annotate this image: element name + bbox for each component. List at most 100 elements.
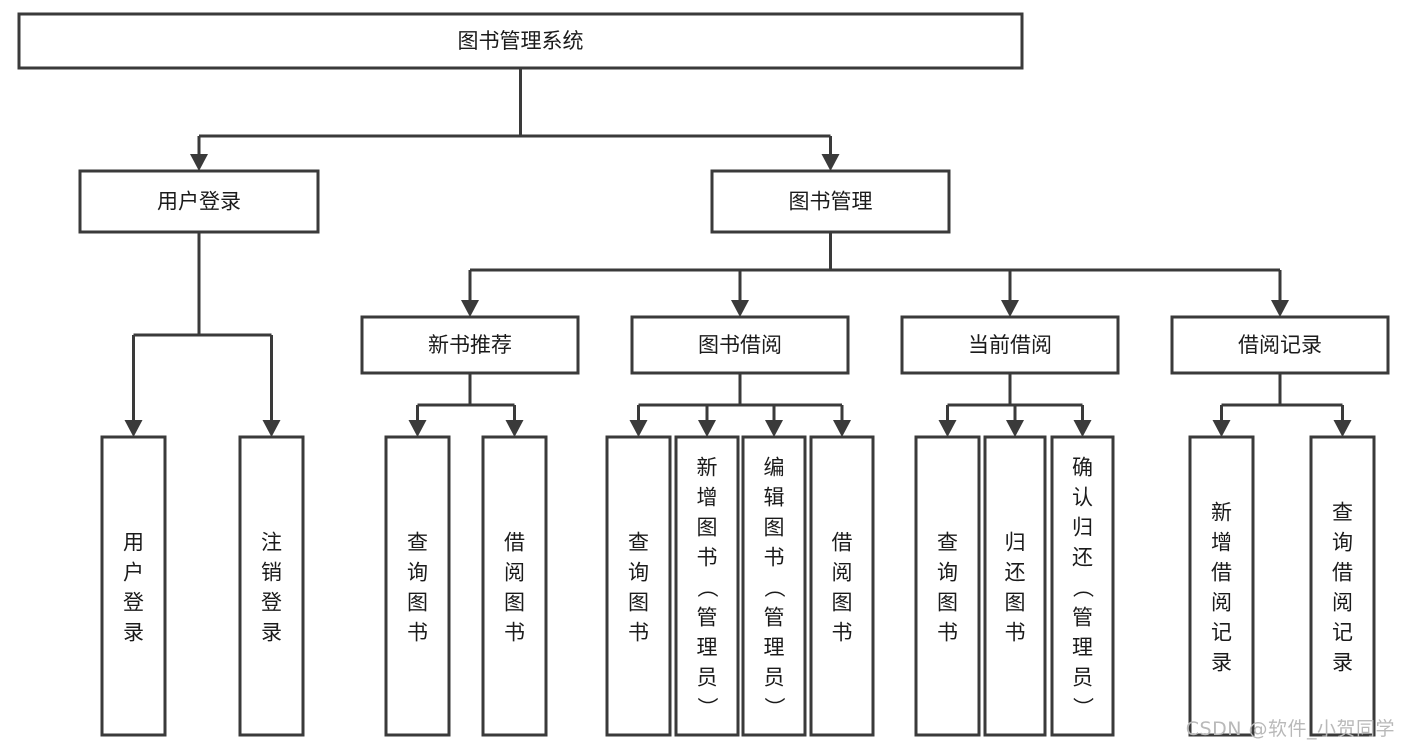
svg-text:户: 户 [123,560,144,584]
svg-text:图: 图 [937,590,958,614]
arrow-head-icon [1271,300,1289,317]
svg-text:书: 书 [764,545,785,569]
svg-text:用: 用 [123,530,144,554]
svg-text:新: 新 [697,455,718,479]
svg-text:记: 记 [1332,620,1353,644]
arrow-head-icon [765,420,783,437]
svg-text:员: 员 [764,665,785,689]
svg-text:辑: 辑 [764,485,785,509]
arrow-head-icon [1212,420,1231,437]
svg-text:登: 登 [261,590,282,614]
svg-text:图: 图 [1005,590,1026,614]
node-leaf-11[interactable] [1188,435,1255,737]
svg-text:借: 借 [504,530,525,554]
svg-text:询: 询 [937,560,958,584]
svg-text:）: ） [695,697,719,718]
node-leaf-3[interactable] [481,435,548,737]
node-leaf-9[interactable] [983,435,1047,737]
svg-text:图: 图 [764,515,785,539]
svg-text:管: 管 [764,605,785,629]
node-level1-1[interactable] [710,169,951,234]
svg-text:增: 增 [697,485,718,509]
svg-text:理: 理 [1072,635,1093,659]
svg-text:书: 书 [628,620,649,644]
arrow-head-icon [731,300,749,317]
svg-text:归: 归 [1072,515,1093,539]
svg-text:还: 还 [1072,545,1093,569]
node-leaf-5[interactable] [674,435,740,737]
svg-text:询: 询 [1332,530,1353,554]
svg-text:借: 借 [1332,560,1353,584]
arrow-head-icon [262,420,281,437]
svg-text:理: 理 [697,635,718,659]
svg-text:询: 询 [407,560,428,584]
svg-text:（: （ [695,577,719,598]
arrow-head-icon [1006,420,1024,437]
svg-text:书: 书 [504,620,525,644]
svg-text:借: 借 [832,530,853,554]
svg-text:查: 查 [407,530,428,554]
node-leaf-8[interactable] [914,435,981,737]
node-leaf-12[interactable] [1309,435,1376,737]
node-leaf-0[interactable] [100,435,167,737]
arrow-head-icon [461,300,479,317]
svg-text:书: 书 [832,620,853,644]
node-level2-3[interactable] [1170,315,1390,375]
svg-text:阅: 阅 [504,560,525,584]
arrow-head-icon [505,420,524,437]
node-leaf-label-0: 用户登录 [123,530,144,644]
svg-text:图: 图 [504,590,525,614]
node-leaf-2[interactable] [384,435,451,737]
arrow-head-icon [821,154,840,171]
svg-text:员: 员 [1072,665,1093,689]
arrow-head-icon [938,420,957,437]
node-leaf-6[interactable] [741,435,807,737]
svg-text:图: 图 [628,590,649,614]
svg-text:图: 图 [697,515,718,539]
svg-text:）: ） [762,697,786,718]
svg-text:编: 编 [764,455,785,479]
svg-text:书: 书 [1005,620,1026,644]
svg-text:图: 图 [407,590,428,614]
svg-text:员: 员 [697,665,718,689]
svg-text:查: 查 [937,530,958,554]
svg-text:确: 确 [1072,455,1093,479]
node-root[interactable] [17,12,1024,70]
arrow-head-icon [698,420,716,437]
node-leaf-10[interactable] [1050,435,1115,737]
svg-text:理: 理 [764,635,785,659]
node-level1-label-0: 用户登录 [157,190,241,214]
node-leaf-1[interactable] [238,435,305,737]
svg-text:记: 记 [1211,620,1232,644]
svg-text:阅: 阅 [1332,590,1353,614]
node-leaf-7[interactable] [809,435,875,737]
svg-text:管: 管 [697,605,718,629]
svg-text:借: 借 [1211,560,1232,584]
svg-text:书: 书 [407,620,428,644]
arrow-head-icon [1333,420,1352,437]
svg-text:注: 注 [261,530,282,554]
svg-text:认: 认 [1072,485,1093,509]
svg-text:销: 销 [261,560,282,584]
node-level2-label-0: 新书推荐 [428,333,512,357]
node-leaf-4[interactable] [605,435,672,737]
svg-text:录: 录 [1332,650,1353,674]
svg-text:（: （ [762,577,786,598]
svg-text:）: ） [1071,697,1095,718]
svg-text:归: 归 [1005,530,1026,554]
node-level1-label-1: 图书管理 [789,190,873,214]
svg-text:管: 管 [1072,605,1093,629]
node-level1-0[interactable] [78,169,320,234]
svg-text:还: 还 [1005,560,1026,584]
